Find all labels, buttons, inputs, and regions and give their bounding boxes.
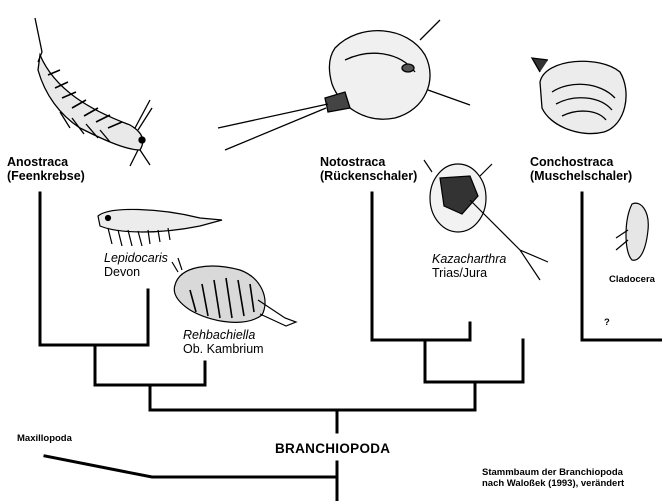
anostraca-label: Anostraca (Feenkrebse) (7, 155, 85, 183)
lepidocaris-illustration (98, 209, 222, 246)
notostraca-name: Notostraca (320, 155, 417, 169)
question-mark: ? (604, 318, 610, 329)
notostraca-label: Notostraca (Rückenschaler) (320, 155, 417, 183)
rehbachiella-genus: Rehbachiella (183, 328, 264, 342)
cladocera-label: Cladocera (609, 275, 655, 286)
caption: Stammbaum der Branchiopoda nach Waloßek … (482, 467, 624, 490)
kazacharthra-genus: Kazacharthra (432, 252, 506, 266)
conchostraca-common-name: (Muschelschaler) (530, 169, 632, 183)
conchostraca-illustration (532, 58, 626, 134)
lepidocaris-age: Devon (104, 265, 168, 279)
anostraca-name: Anostraca (7, 155, 85, 169)
conchostraca-name: Conchostraca (530, 155, 632, 169)
branchiopoda-label: BRANCHIOPODA (275, 441, 390, 456)
lepidocaris-label: Lepidocaris Devon (104, 251, 168, 279)
lepidocaris-genus: Lepidocaris (104, 251, 168, 265)
notostraca-illustration (218, 20, 470, 150)
rehbachiella-label: Rehbachiella Ob. Kambrium (183, 328, 264, 356)
kazacharthra-label: Kazacharthra Trias/Jura (432, 252, 506, 280)
maxillopoda-label: Maxillopoda (17, 434, 72, 445)
caption-line-2: nach Waloßek (1993), verändert (482, 478, 624, 489)
kazacharthra-age: Trias/Jura (432, 266, 506, 280)
cladocera-illustration (616, 203, 648, 260)
conchostraca-label: Conchostraca (Muschelschaler) (530, 155, 632, 183)
anostraca-illustration (35, 18, 152, 166)
rehbachiella-age: Ob. Kambrium (183, 342, 264, 356)
rehbachiella-illustration (172, 258, 296, 326)
caption-line-1: Stammbaum der Branchiopoda (482, 467, 624, 478)
anostraca-common-name: (Feenkrebse) (7, 169, 85, 183)
notostraca-common-name: (Rückenschaler) (320, 169, 417, 183)
